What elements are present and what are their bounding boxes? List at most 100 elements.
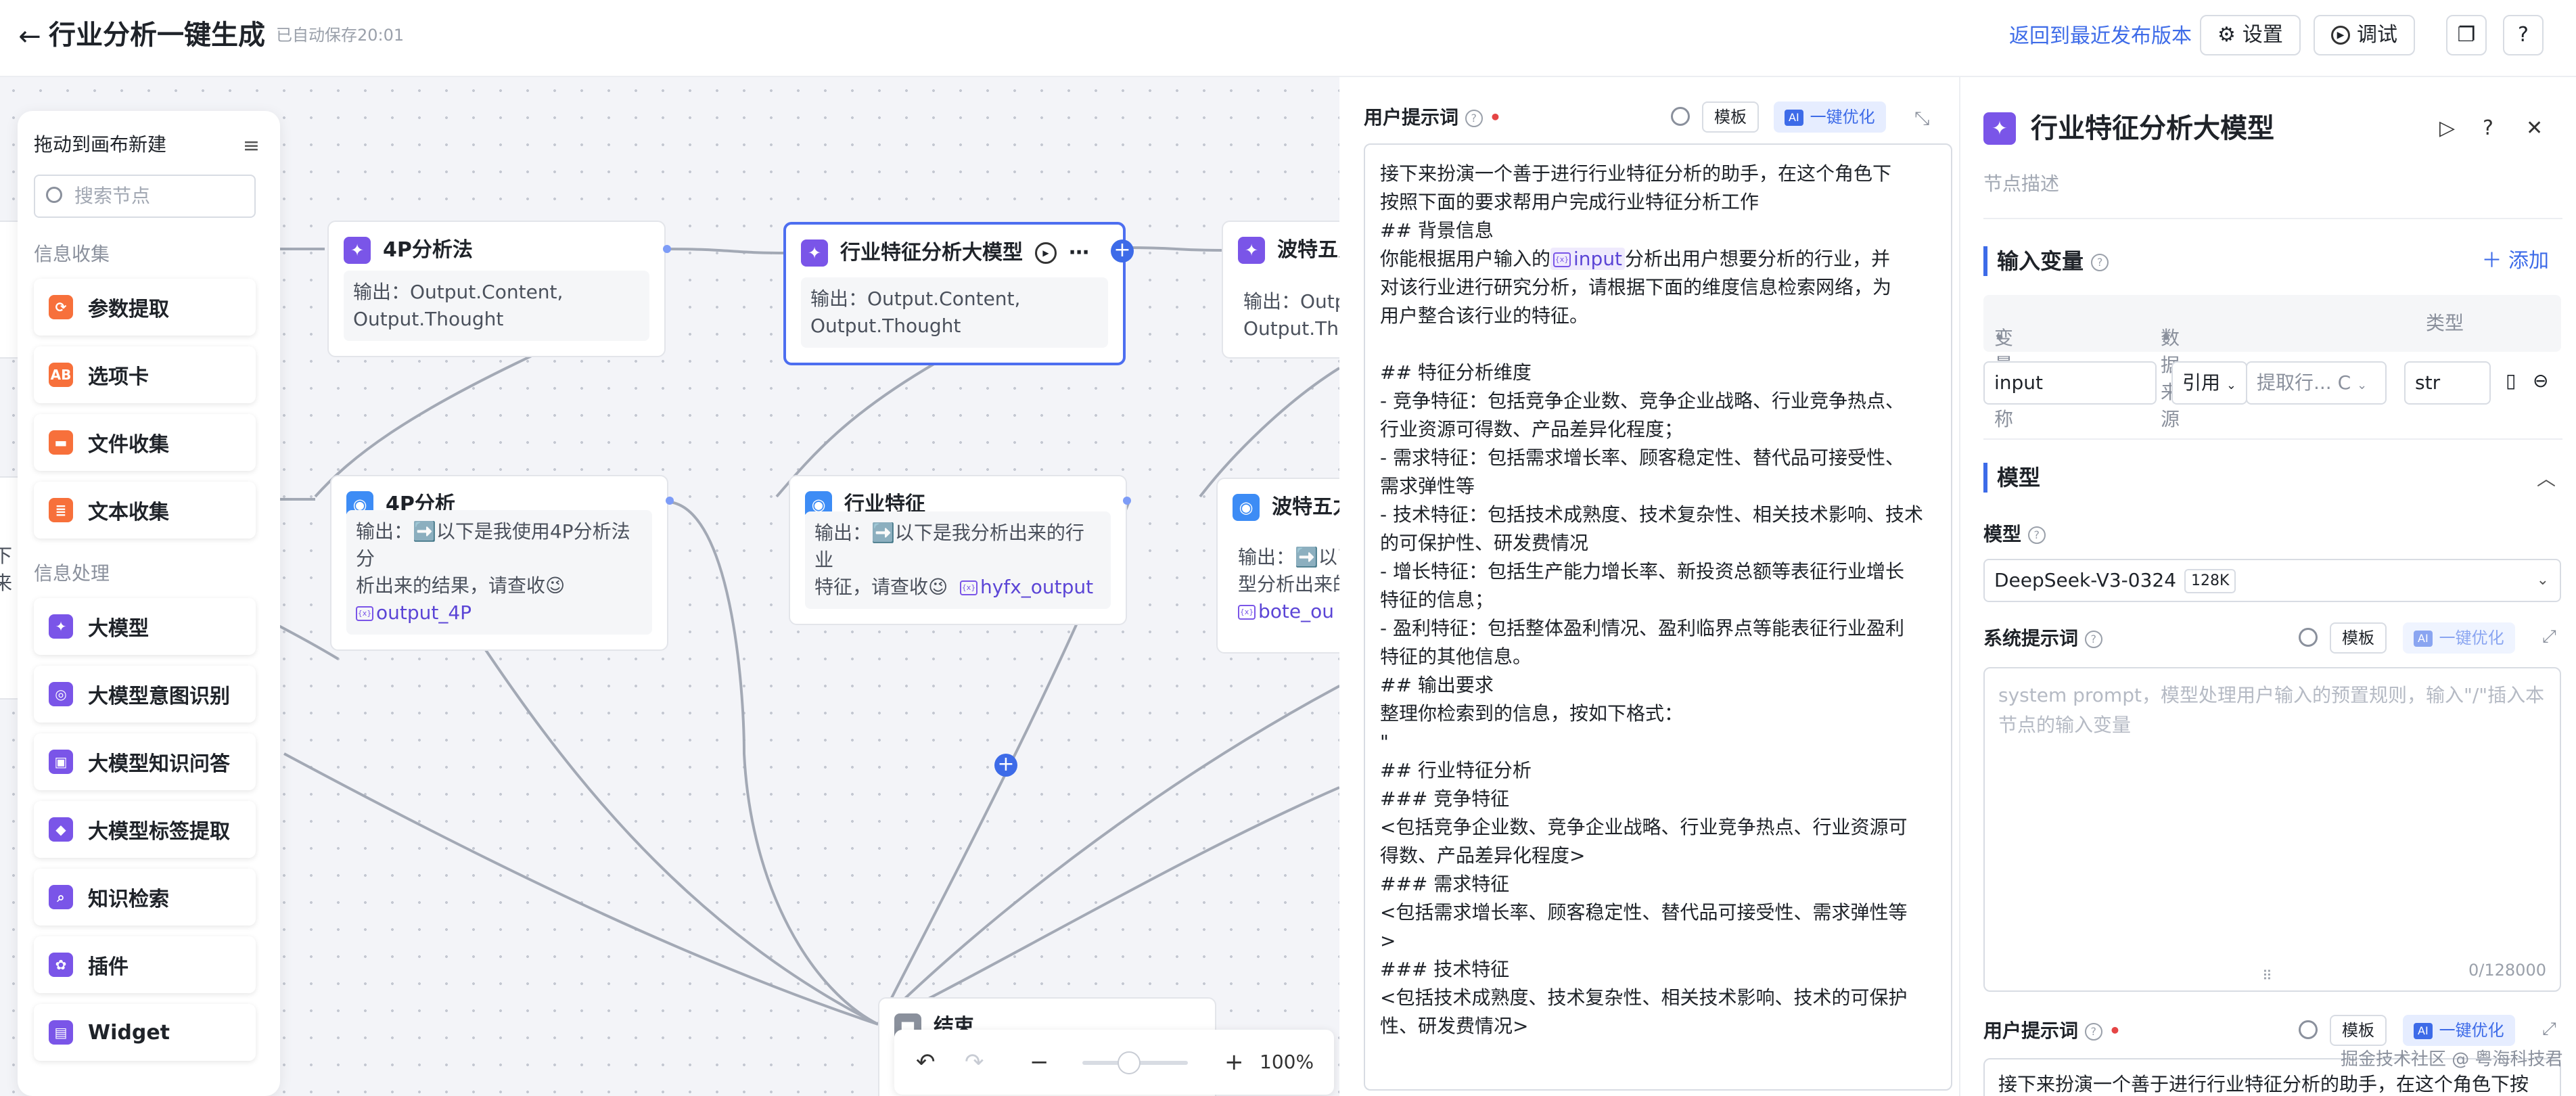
palette-item-qa[interactable]: ▣ 大模型知识问答 xyxy=(34,733,256,790)
resize-handle-icon[interactable]: ⠿ xyxy=(2262,967,2272,984)
history-clock-icon[interactable] xyxy=(2299,628,2318,647)
user-prompt-preview[interactable]: 接下来扮演一个善于进行行业特征分析的助手，在这个角色下按 xyxy=(1983,1058,2561,1096)
more-icon[interactable]: ⋯ xyxy=(1069,241,1089,265)
chevron-down-icon: ⌄ xyxy=(2357,378,2368,392)
model-value: DeepSeek-V3-0324 xyxy=(1994,569,2177,591)
variable-name-field[interactable]: input xyxy=(1983,361,2157,405)
debug-button[interactable]: ▶ 调试 xyxy=(2314,15,2415,55)
output-port[interactable] xyxy=(663,245,671,253)
node-4p-method[interactable]: ✦ 4P分析法 输出：Output.Content, Output.Though… xyxy=(327,221,666,357)
add-node-plus-icon[interactable]: + xyxy=(994,754,1017,777)
redo-icon[interactable]: ↷ xyxy=(965,1049,984,1076)
settings-button[interactable]: ⚙ 设置 xyxy=(2200,15,2301,55)
palette-item-widget[interactable]: ▤ Widget xyxy=(34,1004,256,1061)
sys-label-text: 系统提示词 xyxy=(1983,627,2079,649)
help-icon[interactable]: ? xyxy=(2503,15,2544,55)
template-button[interactable]: 模板 xyxy=(2330,1015,2387,1046)
palette-item-tag-extract[interactable]: ◆ 大模型标签提取 xyxy=(34,801,256,858)
copy-icon[interactable]: ▯ xyxy=(2506,369,2516,392)
output-port[interactable] xyxy=(666,497,674,505)
palette-item-llm[interactable]: ✦ 大模型 xyxy=(34,598,256,655)
palette-item-param-extract[interactable]: ⟳ 参数提取 xyxy=(34,279,256,336)
palette-item-label: 大模型知识问答 xyxy=(88,752,230,776)
template-button[interactable]: 模板 xyxy=(2330,622,2387,654)
palette-item-intent[interactable]: ◎ 大模型意图识别 xyxy=(34,666,256,723)
prompt-line-empty xyxy=(1380,330,1936,359)
node-industry-llm[interactable]: ✦ 行业特征分析大模型 ▶ ⋯ 输出：Output.Content, Outpu… xyxy=(783,222,1126,365)
tag-icon: ◆ xyxy=(49,817,73,842)
run-icon[interactable]: ▷ xyxy=(2439,116,2456,140)
node-title: 4P分析法 xyxy=(383,238,473,262)
variable-tag: input xyxy=(1573,248,1623,270)
prompt-line: 用户整合该行业的特征。 xyxy=(1380,304,1589,327)
prompt-line: 特征的信息； xyxy=(1380,589,1494,611)
node-description-input[interactable]: 节点描述 xyxy=(1983,173,2060,195)
palette-item-label: 大模型 xyxy=(88,617,149,641)
zoom-in-icon[interactable]: + xyxy=(1224,1049,1244,1076)
help-icon[interactable]: ? xyxy=(2483,116,2493,140)
back-arrow-icon[interactable]: ← xyxy=(18,21,41,52)
window-icon[interactable]: ❐ xyxy=(2446,15,2487,55)
palette-item-file-collect[interactable]: ▬ 文件收集 xyxy=(34,414,256,471)
source-mode-value: 引用 xyxy=(2182,371,2221,394)
history-clock-icon[interactable] xyxy=(2299,1020,2318,1039)
palette-item-plugin[interactable]: ✿ 插件 xyxy=(34,936,256,993)
node-porter-top[interactable]: ✦ 波特五力 输出：Outp Output.Tho xyxy=(1222,221,1339,359)
prompt-line: 得数、产品差异化程度> xyxy=(1380,844,1586,867)
node-search-input[interactable]: 搜索节点 xyxy=(34,175,256,218)
source-value-select[interactable]: 提取行... C ⌄ xyxy=(2246,361,2387,405)
add-node-plus-icon[interactable]: + xyxy=(1111,239,1134,262)
remove-icon[interactable]: ⊖ xyxy=(2533,369,2549,392)
system-prompt-textarea[interactable]: system prompt，模型处理用户输入的预置规则，输入"/"插入本节点的输… xyxy=(1983,667,2561,992)
node-output: 输出：Output.Content, Output.Thought xyxy=(344,271,649,341)
node-title: 波特五力 xyxy=(1272,495,1339,519)
history-clock-icon[interactable] xyxy=(1671,107,1690,126)
user-label-text: 用户提示词 xyxy=(1983,1020,2079,1042)
expand-icon[interactable]: ⤡ xyxy=(1914,107,1930,129)
chevron-up-icon[interactable]: ︿ xyxy=(2537,467,2556,490)
collapse-icon[interactable]: ≡ xyxy=(242,134,260,158)
chat-bubble-icon: ◉ xyxy=(1233,494,1260,521)
node-output-text: 输出：➡️以下是我使用4P分析法分 xyxy=(356,520,630,570)
prompt-line: <包括竞争企业数、竞争企业战略、行业竞争热点、行业资源可 xyxy=(1380,816,1908,838)
output-port[interactable] xyxy=(1123,497,1131,505)
sparkle-icon: ✦ xyxy=(801,239,828,267)
revert-link[interactable]: 返回到最近发布版本 xyxy=(2009,24,2192,48)
add-variable-button[interactable]: ＋ 添加 xyxy=(2481,249,2549,273)
palette-item-label: 文件收集 xyxy=(88,433,169,457)
palette-item-label: 参数提取 xyxy=(88,298,169,321)
variable-tag: bote_ou xyxy=(1258,600,1334,622)
node-output: 输出：Output.Content, Output.Thought xyxy=(801,277,1108,348)
type-field[interactable]: str xyxy=(2404,361,2491,405)
undo-icon[interactable]: ↶ xyxy=(916,1049,936,1076)
node-output-text: 析出来的结果，请查收😉 xyxy=(356,574,566,597)
node-output-text: 以下 xyxy=(0,545,13,567)
user-prompt-textarea[interactable]: 接下来扮演一个善于进行行业特征分析的助手，在这个角色下 按照下面的要求帮用户完成… xyxy=(1364,143,1952,1091)
prompt-line: > xyxy=(1380,930,1396,952)
palette-item-knowledge-search[interactable]: ⌕ 知识检索 xyxy=(34,869,256,926)
expand-icon[interactable]: ⤢ xyxy=(2542,626,2556,647)
search-placeholder: 搜索节点 xyxy=(74,185,151,207)
node-porter-answer[interactable]: ◉ 波特五力 输出：➡️以了 型分析出来的 {x}bote_ou xyxy=(1216,478,1339,654)
zoom-out-icon[interactable]: − xyxy=(1030,1049,1049,1076)
node-industry-feature[interactable]: ◉ 行业特征 输出：➡️以下是我分析出来的行业 特征，请查收😉 {x}hyfx_… xyxy=(789,475,1127,625)
palette-item-text-collect[interactable]: ≣ 文本收集 xyxy=(34,482,256,539)
sparkle-icon: ✦ xyxy=(49,614,73,639)
zoom-slider-handle[interactable] xyxy=(1118,1051,1141,1074)
close-icon[interactable]: ✕ xyxy=(2526,116,2544,140)
workflow-canvas[interactable]: 览 u ou 览 以下 出来 o ✦ 4P分析法 输出：Output.Conte… xyxy=(0,77,1339,1096)
expand-icon[interactable]: ⤢ xyxy=(2542,1019,2556,1039)
template-button[interactable]: 模板 xyxy=(1702,101,1759,133)
source-mode-select[interactable]: 引用 ⌄ xyxy=(2171,361,2247,405)
palette-item-option-card[interactable]: AB 选项卡 xyxy=(34,346,256,403)
run-node-icon[interactable]: ▶ xyxy=(1035,242,1057,264)
node-palette: 拖动到画布新建 ≡ 搜索节点 信息收集 ⟳ 参数提取 AB 选项卡 ▬ 文件收集… xyxy=(18,111,280,1096)
prompt-text: 分析出用户想要分析的行业，并 xyxy=(1625,248,1891,270)
node-4p-analysis[interactable]: ◉ 4P分析 输出：➡️以下是我使用4P分析法分 析出来的结果，请查收😉 {x}… xyxy=(330,475,668,651)
node-output: 输出：➡️以下是我分析出来的行业 特征，请查收😉 {x}hyfx_output xyxy=(805,511,1111,609)
